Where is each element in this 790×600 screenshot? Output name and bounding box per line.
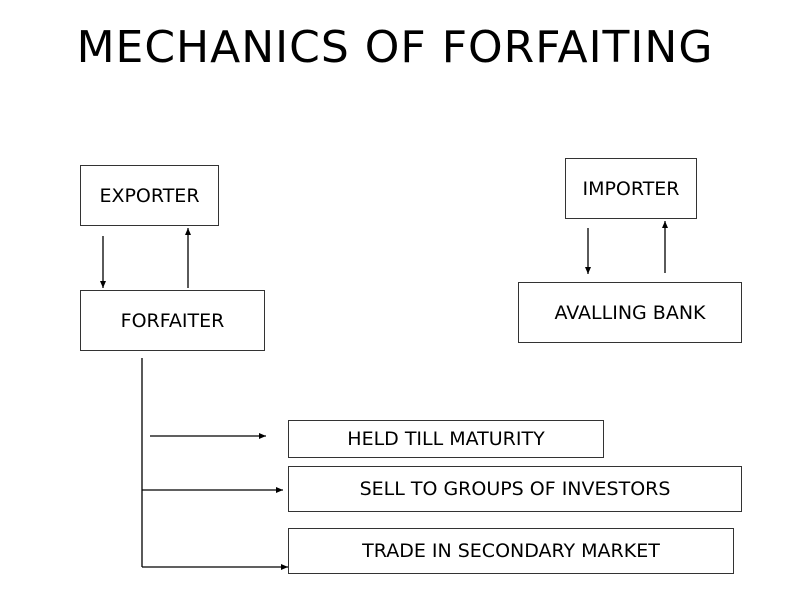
exporter-label: EXPORTER: [99, 184, 200, 207]
trade-secondary-market-label: TRADE IN SECONDARY MARKET: [362, 540, 660, 562]
sell-to-investors-node: SELL TO GROUPS OF INVESTORS: [288, 466, 742, 512]
avalling-bank-node: AVALLING BANK: [518, 282, 742, 343]
held-till-maturity-node: HELD TILL MATURITY: [288, 420, 604, 458]
exporter-node: EXPORTER: [80, 165, 219, 226]
forfaiter-node: FORFAITER: [80, 290, 265, 351]
held-till-maturity-label: HELD TILL MATURITY: [347, 428, 545, 450]
diagram-title: MECHANICS OF FORFAITING: [76, 22, 714, 73]
forfaiter-label: FORFAITER: [120, 309, 225, 332]
sell-to-investors-label: SELL TO GROUPS OF INVESTORS: [359, 478, 671, 500]
avalling-bank-label: AVALLING BANK: [554, 301, 706, 324]
importer-label: IMPORTER: [582, 177, 680, 200]
trade-secondary-market-node: TRADE IN SECONDARY MARKET: [288, 528, 734, 574]
importer-node: IMPORTER: [565, 158, 697, 219]
